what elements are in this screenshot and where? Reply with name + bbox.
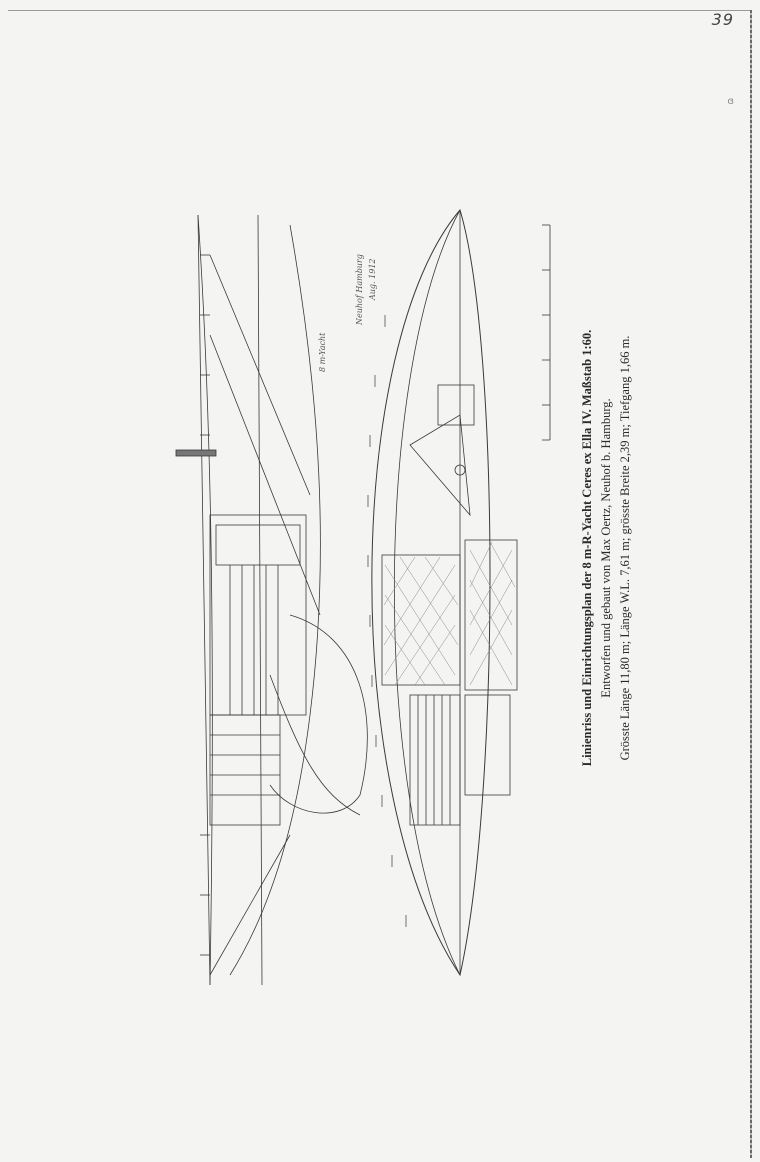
handwritten-note-1: 8 m-Yacht [318, 332, 327, 372]
caption-line-3: Grösste Länge 11,80 m; Länge W.L. 7,61 m… [618, 335, 632, 761]
yacht-drawing [175, 208, 551, 986]
plan-view-drawing [367, 208, 518, 977]
handwritten-note-3: Aug. 1912 [368, 258, 377, 301]
side-profile-drawing [175, 214, 368, 986]
handwritten-note-2: Neuhof Hamburg [355, 254, 364, 325]
caption-line-1: Linienriss und Einrichtungsplan der 8 m-… [580, 329, 594, 767]
figure-caption: Linienriss und Einrichtungsplan der 8 m-… [578, 288, 635, 808]
corner-mark: ɞ [727, 96, 734, 107]
scale-bar [542, 224, 551, 441]
caption-line-2: Entworfen und gebaut von Max Oertz, Neuh… [599, 398, 613, 698]
plate-border-top [8, 10, 752, 11]
plate-border-right [750, 10, 752, 1158]
page-number: 39 [711, 10, 734, 29]
